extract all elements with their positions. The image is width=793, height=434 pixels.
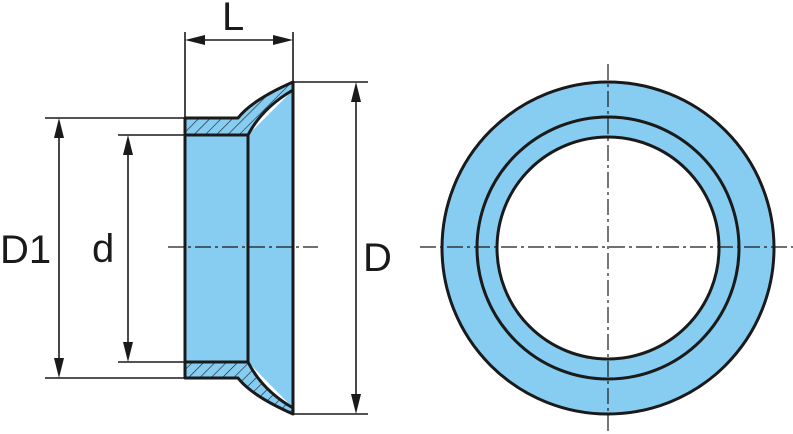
dimension-L: L xyxy=(184,0,294,118)
label-D: D xyxy=(363,236,392,280)
label-D1: D1 xyxy=(0,228,51,272)
flared-cone xyxy=(248,90,293,408)
wall-section-bottom-hatch xyxy=(185,362,293,414)
dimension-D1: D1 xyxy=(0,117,185,379)
dimension-D: D xyxy=(293,81,392,415)
cone-edge-bottom xyxy=(246,361,294,410)
sleeve-body xyxy=(185,135,248,362)
dimension-d: d xyxy=(92,134,185,363)
cone-edge-top xyxy=(246,88,294,136)
label-L: L xyxy=(222,0,244,39)
middle-circle xyxy=(475,115,741,381)
front-end-view xyxy=(420,64,793,434)
label-d: d xyxy=(92,227,114,271)
inner-circle xyxy=(495,135,721,361)
outer-circle xyxy=(440,80,776,416)
side-section-view xyxy=(168,80,318,416)
ring-face xyxy=(441,82,774,414)
wall-section-top-hatch xyxy=(185,82,293,135)
